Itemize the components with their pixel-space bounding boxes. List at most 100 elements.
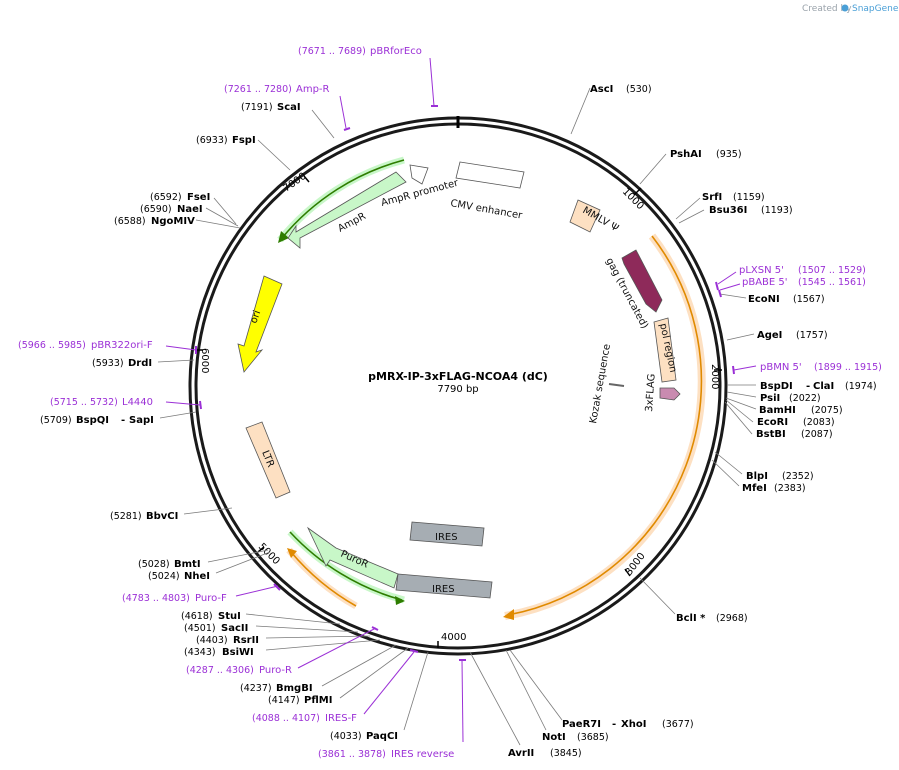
site-bmtI[interactable]: BmtI: [174, 559, 201, 570]
leader-bspQI: [159, 411, 197, 419]
primer-purof-range: (4783 .. 4803): [122, 593, 190, 604]
leader-srfI: [675, 197, 701, 220]
primer-iresf[interactable]: IRES-F: [325, 713, 357, 724]
pol-region-feature[interactable]: [653, 317, 677, 383]
primer-mark-purof: [273, 583, 281, 591]
site-xhoI[interactable]: XhoI: [621, 719, 646, 730]
site-pshAI[interactable]: PshAI: [670, 149, 702, 160]
site-avrII[interactable]: AvrII: [508, 748, 534, 759]
ires-feature-2[interactable]: [395, 573, 493, 599]
site-ecoRI[interactable]: EcoRI: [757, 417, 788, 428]
primer-iresrev-range: (3861 .. 3878): [318, 749, 386, 760]
site-sapI[interactable]: SapI: [129, 415, 154, 426]
site-bsu36I[interactable]: Bsu36I: [709, 205, 747, 216]
primer-pbrforeco[interactable]: pBRforEco: [370, 46, 422, 57]
site-bspDI[interactable]: BspDI: [760, 381, 793, 392]
site-srfI-pos: (1159): [733, 192, 765, 203]
puro-orf-arrowhead: [395, 596, 405, 605]
site-bsiWI[interactable]: BsiWI: [222, 647, 254, 658]
site-paeR7I[interactable]: PaeR7I: [562, 719, 601, 730]
site-fseI[interactable]: FseI: [187, 192, 210, 203]
site-ascI[interactable]: AscI: [590, 84, 613, 95]
ires-feature-1[interactable]: [409, 521, 485, 547]
site-psiI-pos: (2022): [789, 393, 821, 404]
plasmid-name: pMRX-IP-3xFLAG-NCOA4 (dC): [368, 370, 548, 383]
site-mfeI-pos: (2383): [774, 483, 806, 494]
primer-pbmn[interactable]: pBMN 5': [760, 362, 802, 373]
ltr-orf-arrowhead: [287, 548, 297, 558]
site-bspQI[interactable]: BspQI: [76, 415, 109, 426]
site-ngoMIV[interactable]: NgoMIV: [151, 216, 195, 227]
ori-feature[interactable]: [237, 275, 283, 373]
site-drdI-pos: (5933): [92, 358, 124, 369]
primer-plxsn[interactable]: pLXSN 5': [739, 265, 784, 276]
site-naeI[interactable]: NaeI: [177, 204, 203, 215]
site-mfeI[interactable]: MfeI: [742, 483, 767, 494]
flag-feature[interactable]: [659, 387, 681, 401]
site-fspI[interactable]: FspI: [232, 135, 256, 146]
site-rsrII[interactable]: RsrII: [233, 635, 259, 646]
site-claI[interactable]: -: [806, 381, 810, 392]
primer-ampr[interactable]: Amp-R: [296, 84, 330, 95]
site-notI-pos: (3685): [577, 732, 609, 743]
primer-plxsn-range: (1507 .. 1529): [798, 265, 866, 276]
site-claI-name[interactable]: ClaI: [813, 381, 834, 392]
site-drdI[interactable]: DrdI: [128, 358, 152, 369]
site-avrII-pos: (3845): [550, 748, 582, 759]
primer-mark-pbabe: [718, 289, 722, 298]
leader-nheI: [215, 551, 271, 574]
kozak-feature[interactable]: [608, 383, 625, 387]
leader-pshAI: [639, 153, 667, 185]
leader-sacII: [255, 625, 359, 633]
primer-puror[interactable]: Puro-R: [259, 665, 292, 676]
leader-fseI: [213, 197, 237, 225]
cmv-enhancer-feature[interactable]: [455, 161, 525, 189]
site-ageI[interactable]: AgeI: [757, 330, 782, 341]
ltr-orf-arc: [290, 551, 357, 607]
orf-highlight-arc: [504, 233, 706, 620]
primer-purof[interactable]: Puro-F: [195, 593, 227, 604]
ampr-promoter-feature[interactable]: [409, 164, 429, 185]
ltr-feature[interactable]: [245, 421, 291, 499]
site-nheI[interactable]: NheI: [184, 571, 210, 582]
primer-l4440[interactable]: L4440: [122, 397, 153, 408]
primer-mark-plxsn: [715, 281, 719, 291]
site-bmgBI[interactable]: BmgBI: [276, 683, 313, 694]
site-notI[interactable]: NotI: [542, 732, 566, 743]
site-ageI-pos: (1757): [796, 330, 828, 341]
leader-stuI: [245, 613, 341, 625]
leader-ecoNI: [719, 293, 747, 299]
tick-2000: 2000: [709, 364, 720, 389]
site-psiI[interactable]: PsiI: [760, 393, 780, 404]
ampr-feature[interactable]: [287, 171, 407, 249]
site-sacII[interactable]: SacII: [221, 623, 248, 634]
site-scaI[interactable]: ScaI: [277, 102, 301, 113]
leader-ngoMIV: [195, 219, 241, 229]
site-xhoI-dash: -: [612, 719, 616, 730]
site-bamHI[interactable]: BamHI: [759, 405, 796, 416]
leader-rsrII: [265, 635, 371, 639]
site-bsu36I-pos: (1193): [761, 205, 793, 216]
site-rsrII-pos: (4403): [196, 635, 228, 646]
gag-feature[interactable]: [621, 249, 663, 313]
primer-pbmn-range: (1899 .. 1915): [814, 362, 882, 373]
site-stuI[interactable]: StuI: [218, 611, 241, 622]
leader-notI: [505, 649, 547, 731]
site-srfI[interactable]: SrfI: [702, 192, 722, 203]
site-ecoNI-pos: (1567): [793, 294, 825, 305]
site-bclI[interactable]: BclI *: [676, 613, 706, 624]
primer-iresrev[interactable]: IRES reverse: [391, 749, 454, 760]
site-blpI[interactable]: BlpI: [746, 471, 768, 482]
site-paqCI[interactable]: PaqCI: [366, 731, 398, 742]
site-pflMI[interactable]: PflMI: [304, 695, 332, 706]
primer-pbr322[interactable]: pBR322ori-F: [91, 340, 153, 351]
site-bstBI[interactable]: BstBI: [756, 429, 786, 440]
site-ecoNI[interactable]: EcoNI: [748, 294, 780, 305]
site-pshAI-pos: (935): [716, 149, 742, 160]
orf-arc: [507, 235, 703, 616]
primer-pbabe[interactable]: pBABE 5': [742, 277, 788, 288]
ires-label-2: IRES: [432, 584, 455, 595]
mmlv-psi-feature[interactable]: [569, 199, 601, 233]
site-ecoRI-pos: (2083): [803, 417, 835, 428]
site-bbvCI[interactable]: BbvCI: [146, 511, 178, 522]
